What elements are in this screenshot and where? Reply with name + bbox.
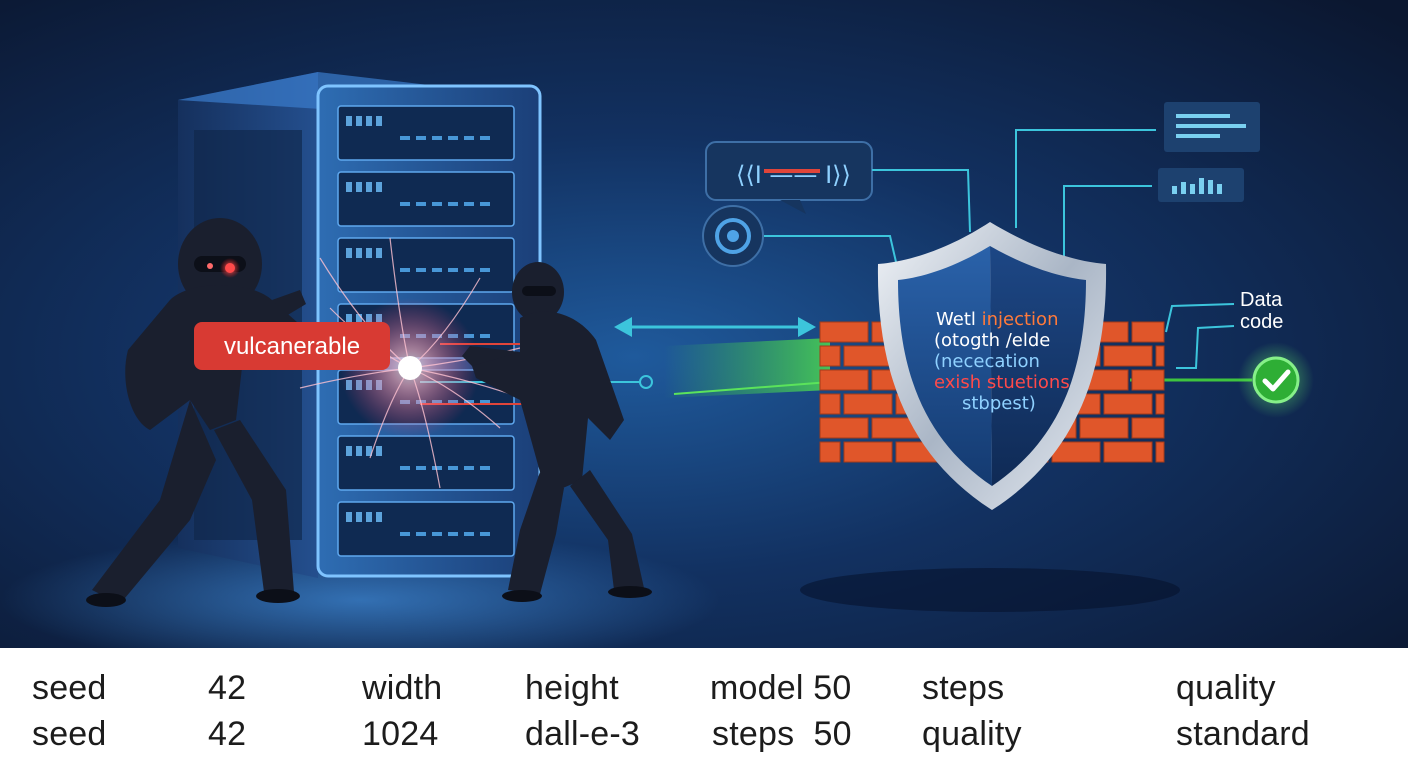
vulnerable-label: vulcanerable [194,322,390,370]
document-lines-icon [1164,102,1260,152]
footer-row2-col4: dall-e-3 [525,715,640,753]
brick [843,441,893,463]
callout-label: Data code [1240,289,1288,333]
footer-row2-col3: 1024 [362,715,439,753]
brick [1103,345,1153,367]
connector-lines [764,129,1252,382]
footer-row1-col5: model 50 [710,669,852,707]
rack-unit [337,237,515,293]
check-circle-icon [1238,342,1314,418]
brick [1079,417,1129,439]
brick [819,417,869,439]
brick [1131,369,1165,391]
rack-unit [337,435,515,491]
shield-text: Wetl injection (otogth /elde (nececation… [934,309,1075,414]
rack-unit [337,501,515,557]
code-bubble-text: ⟨⟨I —— I⟩⟩ [736,161,851,189]
illustration: ⟨⟨I —— I⟩⟩ [0,0,1408,648]
rack-units [337,105,515,557]
shield-text-line5: stbpest) [962,393,1036,414]
brick [819,321,869,343]
green-beam [664,338,831,398]
bar-chart-icon [1158,168,1244,202]
brick [819,393,841,415]
shield-text-line2: (otogth /elde [934,330,1050,351]
shield-text-line4: exish stuetions [934,372,1070,393]
brick [1103,441,1153,463]
footer-row1-col1: seed [32,669,107,707]
double-arrow-icon [614,317,816,337]
brick [1103,393,1153,415]
shield-text-line1-prefix: Wetl [936,309,976,330]
footer-row2-col7: standard [1176,715,1310,753]
brick [1155,441,1165,463]
shield-text-line1-suffix: injection [976,309,1059,330]
footer-row1-col3: width [362,669,443,707]
vulnerable-label-text: vulcanerable [224,333,360,360]
brick [819,441,841,463]
callout-label-line1: Data [1240,289,1283,311]
callout-label-line2: code [1240,311,1283,333]
brick [1131,417,1165,439]
shield-icon: Wetl injection (otogth /elde (nececation… [877,222,1107,510]
footer-row1-col4: height [525,669,619,707]
footer-row2-col1: seed [32,715,107,753]
parameter-footer: seed 42 width height model 50 steps qual… [0,648,1408,768]
rack-unit [337,105,515,161]
target-icon [702,205,764,267]
footer-row2-col2: 42 [208,715,247,753]
brick [843,345,893,367]
hacker-figure-icon [462,262,652,602]
footer-row2-col5: steps 50 [712,715,852,753]
brick [1155,345,1165,367]
brick [1131,321,1165,343]
brick [1155,393,1165,415]
brick [819,369,869,391]
footer-row1-col7: quality [1176,669,1276,707]
brick [843,393,893,415]
footer-row1-col2: 42 [208,669,247,707]
brick [819,345,841,367]
footer-row2-col6: quality [922,715,1022,753]
shield-text-line3: (nececation [934,351,1040,372]
rack-unit [337,171,515,227]
footer-row1-col6: steps [922,669,1005,707]
